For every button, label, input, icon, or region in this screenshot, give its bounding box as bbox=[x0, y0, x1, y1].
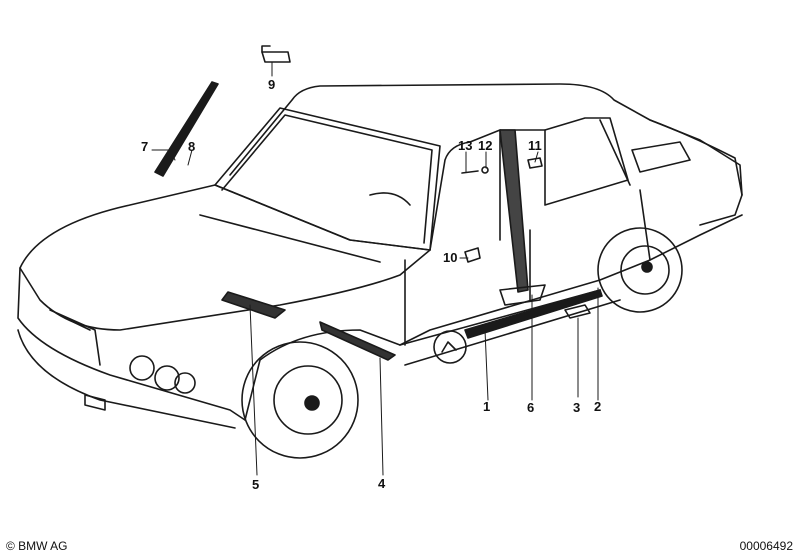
rear-door-window bbox=[544, 117, 629, 206]
front-wheel bbox=[241, 341, 359, 459]
copyright-label: © BMW AG bbox=[6, 539, 68, 553]
callout-1: 1 bbox=[483, 399, 491, 414]
callout-5: 5 bbox=[252, 477, 260, 492]
hood-trim-5 bbox=[221, 291, 286, 319]
front-grille bbox=[17, 267, 246, 421]
callout-10: 10 bbox=[443, 250, 458, 265]
callout-6: 6 bbox=[527, 400, 535, 415]
rear-wheel bbox=[597, 227, 683, 313]
sill-trim bbox=[464, 289, 603, 339]
callout-2: 2 bbox=[594, 399, 602, 414]
callout-12: 12 bbox=[478, 138, 493, 153]
side-trim-4 bbox=[319, 321, 396, 361]
washer-12 bbox=[481, 166, 489, 174]
a-pillar-trim bbox=[154, 81, 219, 177]
callout-4: 4 bbox=[378, 476, 386, 491]
clip-11 bbox=[527, 157, 543, 169]
bracket-9 bbox=[261, 51, 291, 63]
hood bbox=[19, 184, 431, 331]
headlight bbox=[129, 355, 155, 381]
detail-circle bbox=[433, 330, 467, 364]
callout-11: 11 bbox=[528, 138, 542, 153]
car-roof bbox=[229, 83, 743, 226]
bracket-3 bbox=[564, 304, 591, 319]
callout-13: 13 bbox=[458, 138, 473, 153]
seat-belt bbox=[499, 129, 529, 293]
front-door-window bbox=[429, 129, 501, 251]
diagram-number: 00006492 bbox=[739, 539, 793, 553]
clip-10 bbox=[464, 247, 481, 263]
callout-9: 9 bbox=[268, 77, 276, 92]
rear-trunk bbox=[649, 119, 743, 196]
callout-8: 8 bbox=[188, 139, 196, 154]
callout-3: 3 bbox=[573, 400, 581, 415]
windshield bbox=[214, 107, 441, 251]
screw-13 bbox=[461, 170, 479, 174]
callout-7: 7 bbox=[141, 139, 149, 154]
